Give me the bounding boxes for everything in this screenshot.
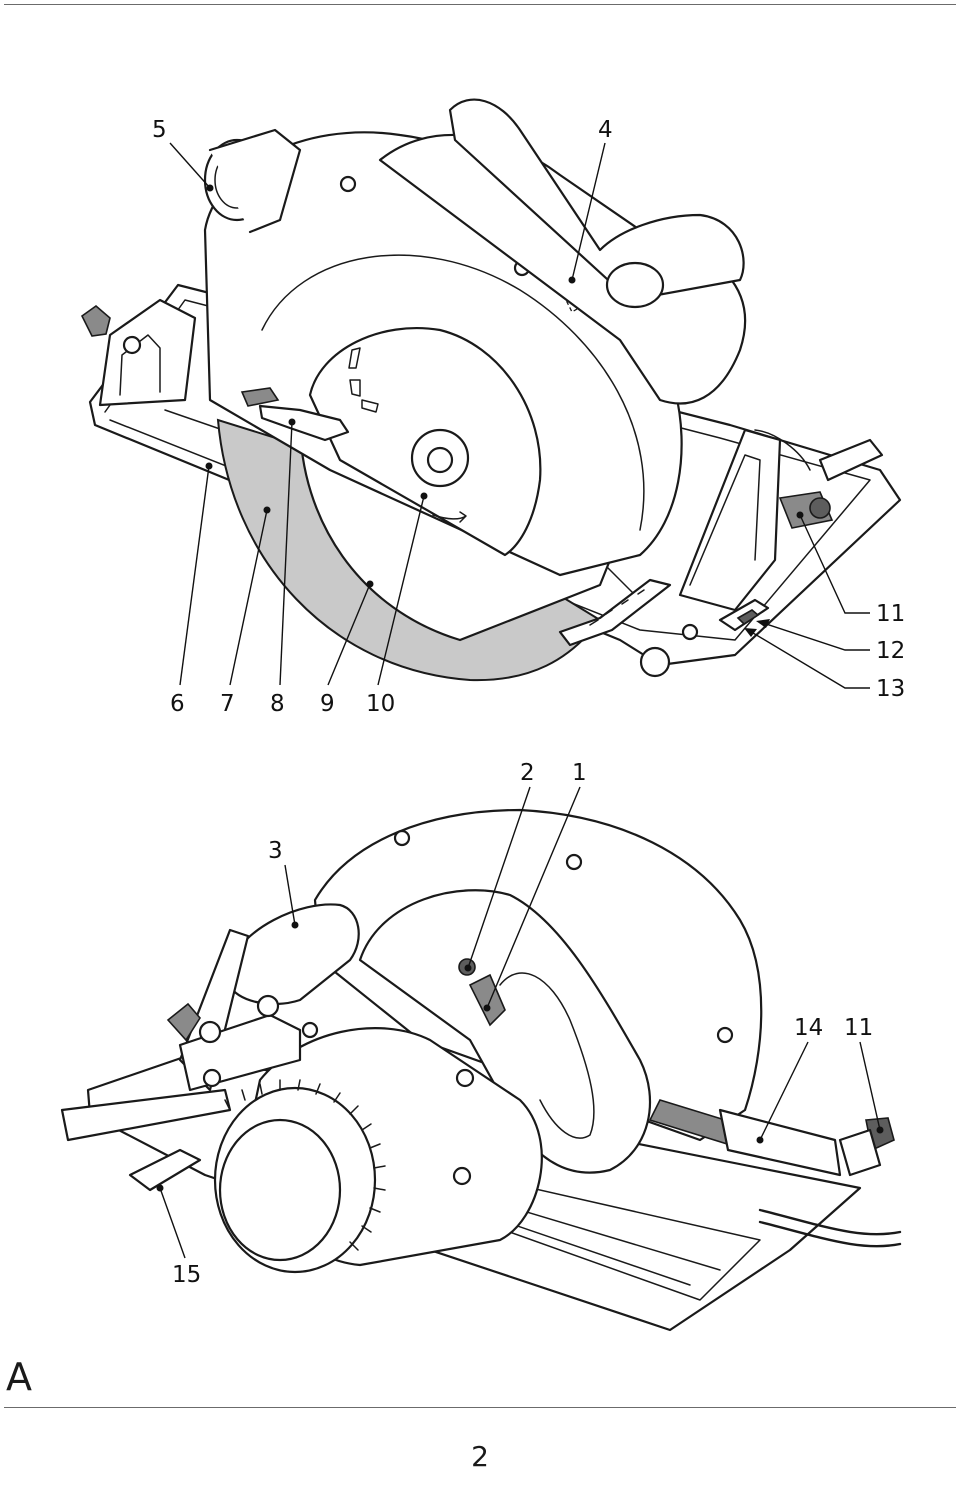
rip-fence-knob	[128, 1148, 202, 1192]
main-handle	[448, 98, 745, 302]
callout-7: 7	[220, 691, 235, 717]
page-number: 2	[471, 1440, 489, 1473]
auxiliary-handle	[228, 903, 360, 1006]
callout-6: 6	[170, 691, 185, 717]
saw-top-view	[80, 98, 902, 682]
bottom-view-callouts: 2 1 3 14 11 15	[156, 760, 884, 1288]
saw-bottom-view	[60, 808, 902, 1332]
callout-9: 9	[320, 691, 335, 717]
callout-4: 4	[598, 117, 613, 143]
cutting-guide-scale	[558, 578, 672, 647]
callout-11: 11	[876, 601, 905, 627]
circular-saw-diagram: 5 4 6 7 8 9 10 11 12 13	[60, 98, 905, 1332]
trigger-switch	[468, 973, 506, 1027]
rear-bevel-bracket	[678, 428, 782, 612]
figure-letter: A	[6, 1355, 32, 1399]
top-view-callouts: 5 4 6 7 8 9 10 11 12 13	[152, 117, 905, 717]
callout-15: 15	[172, 1262, 201, 1288]
callout-3: 3	[268, 838, 283, 864]
front-wing-nut-2	[166, 1002, 201, 1042]
front-wing-nut	[80, 304, 111, 337]
callout-5: 5	[152, 117, 167, 143]
callout-14: 14	[794, 1015, 823, 1041]
front-bevel-bracket	[98, 298, 197, 407]
top-rule	[4, 4, 956, 5]
callout-13: 13	[876, 676, 905, 702]
callout-10: 10	[366, 691, 395, 717]
guard-retract-lever	[240, 387, 280, 407]
power-cord	[758, 1208, 902, 1236]
bottom-rule	[4, 1407, 956, 1408]
main-handle-2	[358, 889, 652, 1174]
callout-1: 1	[572, 760, 587, 786]
callout-2: 2	[520, 760, 535, 786]
callout-8: 8	[270, 691, 285, 717]
callout-11b: 11	[844, 1015, 873, 1041]
callout-12: 12	[876, 638, 905, 664]
